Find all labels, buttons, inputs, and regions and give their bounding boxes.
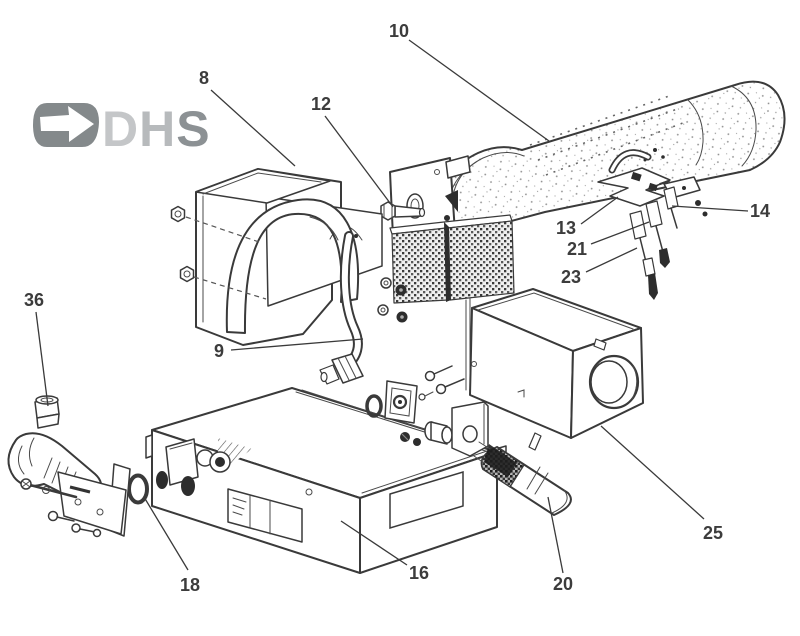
logo-text: DHS [102,101,211,157]
callout-leader-23 [585,247,638,273]
callout-leader-9 [230,338,364,351]
callout-label-9: 9 [214,341,224,361]
hood-fasteners-drawing [170,205,267,300]
callout-label-13: 13 [556,218,576,238]
callout-label-14: 14 [750,201,770,221]
callouts: 8 10 12 13 14 21 23 9 36 18 16 20 25 [24,21,770,595]
callout-label-23: 23 [561,267,581,287]
callout-label-12: 12 [311,94,331,114]
fuel-pipe-drawing [319,231,364,385]
callout-label-36: 36 [24,290,44,310]
callout-label-18: 18 [180,575,200,595]
callout-label-21: 21 [567,239,587,259]
callout-leader-16 [340,520,408,566]
callout-leader-25 [600,425,705,520]
intake-hood-drawing [195,168,383,346]
callout-label-25: 25 [703,523,723,543]
callout-label-10: 10 [389,21,409,41]
burner-mesh-drawing [389,214,515,304]
callout-leader-12 [324,115,394,208]
callout-leader-36 [35,311,49,407]
logo-arrow-cutout [40,106,94,142]
callout-label-16: 16 [409,563,429,583]
washer-nut-cluster-drawing [377,277,408,323]
callout-label-20: 20 [553,574,573,594]
callout-leader-14 [671,205,749,212]
callout-leader-13 [580,196,619,225]
dhs-logo: DHS [33,101,211,157]
blower-unit-drawing [145,387,507,574]
callout-leader-21 [590,221,650,245]
callout-leader-18 [143,496,189,571]
control-box-drawing [469,288,644,439]
electrode-assembly-drawing [597,149,708,300]
callout-leader-20 [547,496,564,574]
callout-leader-8 [210,89,296,167]
callout-label-8: 8 [199,68,209,88]
callout-leader-10 [408,39,550,142]
fuel-pump-drawing [7,395,131,538]
